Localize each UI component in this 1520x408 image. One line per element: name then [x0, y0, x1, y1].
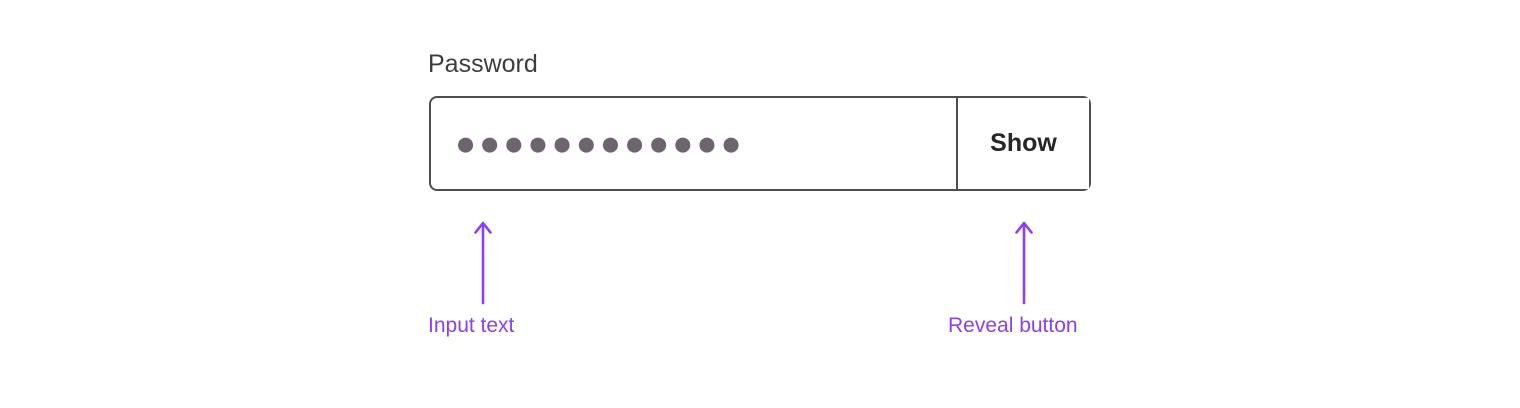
- masked-password-dots: ●●●●●●●●●●●●: [455, 124, 745, 163]
- reveal-button-annotation-label: Reveal button: [948, 314, 1078, 337]
- password-input[interactable]: ●●●●●●●●●●●●: [431, 98, 956, 189]
- password-label: Password: [428, 50, 538, 78]
- input-text-arrow-icon: [474, 221, 492, 305]
- password-field: ●●●●●●●●●●●● Show: [429, 96, 1091, 191]
- input-text-annotation-label: Input text: [428, 314, 515, 337]
- reveal-button-arrow-icon: [1015, 221, 1033, 305]
- show-password-button[interactable]: Show: [956, 98, 1089, 189]
